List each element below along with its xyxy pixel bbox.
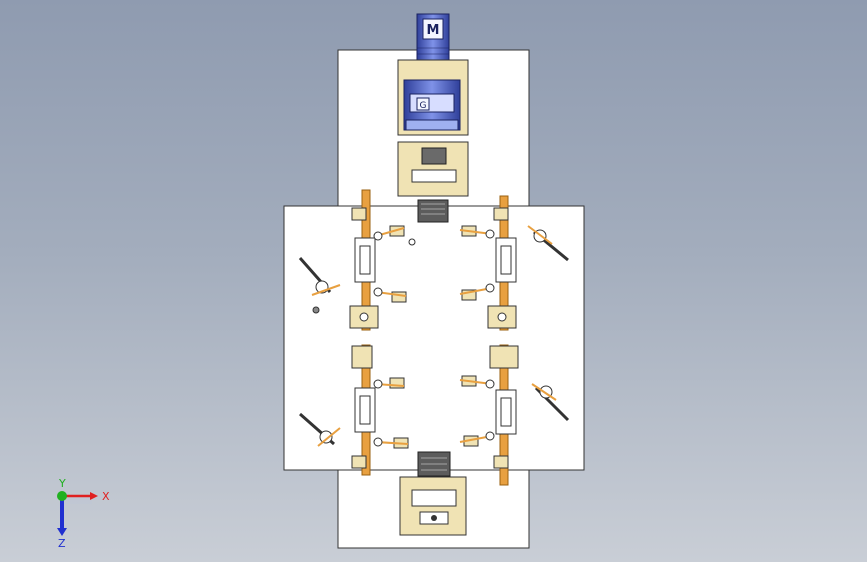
mounting-hole [408,238,416,246]
z-axis-label: Z [58,537,66,548]
gearbox-nameplate [416,97,430,111]
mounting-hole [312,306,320,314]
gearbox-label: G [420,101,427,111]
motor-assembly[interactable]: M G [397,13,469,223]
cable-gland-top [417,199,449,223]
motor-nameplate [422,18,444,40]
toggle-clamp[interactable] [459,431,495,447]
y-axis-point [57,491,67,501]
x-axis-label: X [102,490,110,503]
toggle-clamp[interactable] [373,377,405,389]
y-axis-label: Y [58,478,66,490]
toggle-clamp[interactable] [373,225,405,241]
toggle-clamp[interactable] [459,225,495,239]
main-fixture-plate[interactable] [283,205,585,471]
diagonal-lever[interactable] [527,225,569,262]
coordinate-triad: X Y Z [40,477,130,550]
diagonal-lever[interactable] [298,257,341,296]
bottom-actuator[interactable] [399,451,467,536]
left-lower-clamp-column[interactable] [351,344,376,476]
toggle-clamp[interactable] [373,287,407,303]
toggle-clamp[interactable] [459,375,495,389]
diagonal-lever[interactable] [299,412,341,447]
left-upper-clamp-column[interactable] [349,189,379,331]
diagonal-lever[interactable] [531,383,570,422]
toggle-clamp[interactable] [373,437,409,449]
right-lower-clamp-column[interactable] [489,344,519,486]
toggle-clamp[interactable] [459,283,495,301]
coupling-block [397,141,469,197]
motor-label: M [427,23,440,38]
right-upper-clamp-column[interactable] [487,195,517,331]
